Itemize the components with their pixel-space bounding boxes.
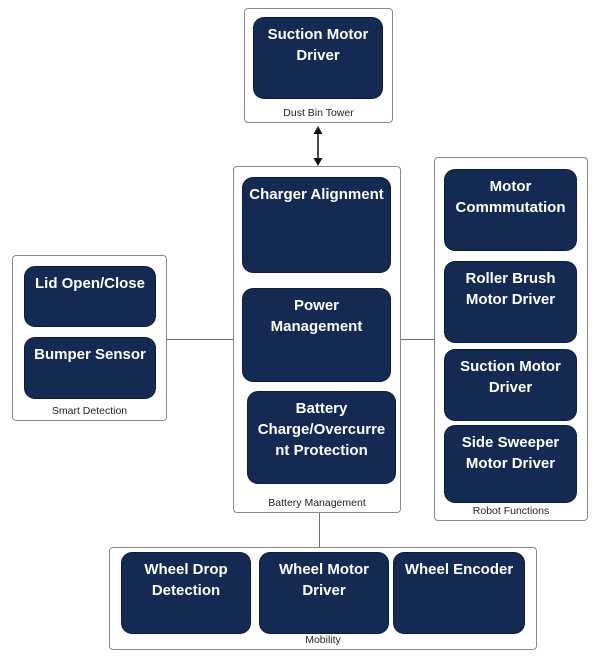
group-label-smart-detection: Smart Detection (51, 405, 128, 417)
group-label-mobility: Mobility (305, 634, 341, 646)
block-suction-motor-driver-robot: Suction Motor Driver (445, 350, 576, 420)
block-motor-commutation: Motor Commmutation (445, 170, 576, 250)
connector-battery-to-mobility (319, 513, 320, 547)
block-charger-alignment: Charger Alignment (243, 178, 390, 272)
group-dust-bin-tower: Suction Motor Driver Dust Bin Tower (244, 8, 393, 123)
connector-smart-detection-to-battery (167, 339, 233, 340)
block-wheel-motor-driver: Wheel Motor Driver (260, 553, 388, 633)
block-battery-charge-overcurrent-protection: Battery Charge/Overcurre nt Protection (248, 392, 395, 483)
block-wheel-encoder: Wheel Encoder (394, 553, 524, 633)
group-battery-management: Charger Alignment Power Management Batte… (233, 166, 401, 513)
block-power-management: Power Management (243, 289, 390, 381)
block-roller-brush-motor-driver: Roller Brush Motor Driver (445, 262, 576, 342)
connector-battery-to-robot-functions (401, 339, 434, 340)
block-lid-open-close: Lid Open/Close (25, 267, 155, 326)
group-mobility: Wheel Drop Detection Wheel Motor Driver … (109, 547, 537, 650)
block-suction-motor-driver-tower: Suction Motor Driver (254, 18, 382, 98)
group-smart-detection: Lid Open/Close Bumper Sensor Smart Detec… (12, 255, 167, 421)
block-bumper-sensor: Bumper Sensor (25, 338, 155, 398)
block-side-sweeper-motor-driver: Side Sweeper Motor Driver (445, 426, 576, 502)
group-label-robot-functions: Robot Functions (472, 505, 550, 517)
group-robot-functions: Motor Commmutation Roller Brush Motor Dr… (434, 157, 588, 521)
group-label-battery-management: Battery Management (268, 497, 366, 509)
block-wheel-drop-detection: Wheel Drop Detection (122, 553, 250, 633)
group-label-dust-bin-tower: Dust Bin Tower (283, 107, 354, 119)
